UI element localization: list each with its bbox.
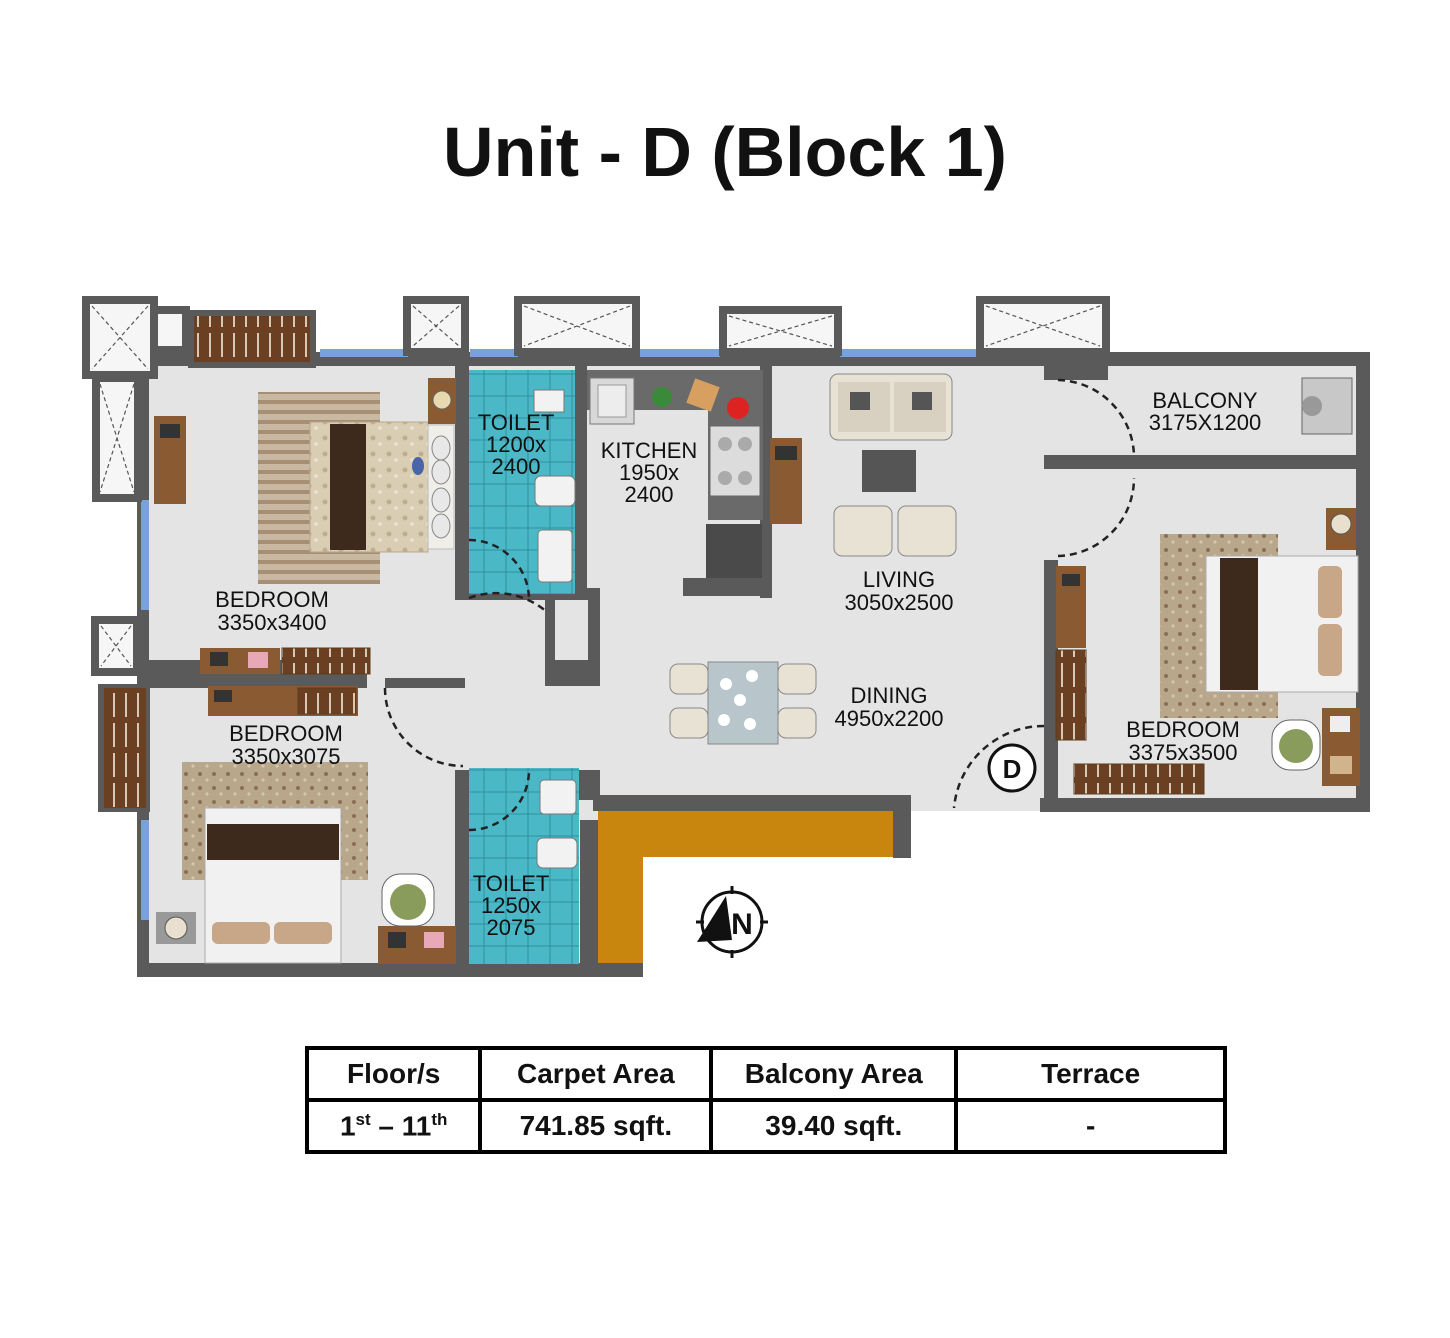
label-living-size: 3050x2500 [845,590,954,615]
label-dining-size: 4950x2200 [835,706,944,731]
bed-bedroom-tl [309,421,455,553]
living-furniture [829,373,957,557]
kitchen-counter [587,370,763,578]
label-living-name: LIVING [863,567,935,592]
label-toilet-top-size-a: 1200x [486,432,546,457]
compass-letter: N [731,908,753,941]
header-carpet-area: Carpet Area [478,1046,714,1102]
floor-plan: BEDROOM 3350x3400 BEDROOM 3350x3075 BEDR… [82,296,1370,977]
area-table: Floor/s Carpet Area Balcony Area Terrace… [304,1046,1227,1154]
header-balcony-area: Balcony Area [709,1046,959,1102]
floor-to: 11 [401,1110,432,1142]
armchairs [156,508,1356,944]
floor-from: 1 [339,1110,356,1142]
grill-crosses [91,305,1101,667]
dining-table [669,661,817,745]
desks [154,378,1360,964]
label-balcony-size: 3175X1200 [1149,410,1262,435]
label-bedroom-bl-size: 3350x3075 [232,744,341,769]
header-terrace: Terrace [954,1046,1227,1102]
north-compass-icon: N [696,886,768,958]
terrace-planter [598,810,893,975]
label-toilet-bottom-size-a: 1250x [481,893,541,918]
label-bedroom-r-name: BEDROOM [1126,717,1240,742]
toilet-fixtures [533,389,578,869]
floor-to-sup: th [431,1109,448,1129]
page-title: Unit - D (Block 1) [443,113,1007,191]
bed-bedroom-r [1205,555,1359,693]
label-balcony-name: BALCONY [1152,388,1257,413]
label-toilet-top-name: TOILET [478,410,555,435]
floor-from-sup: st [355,1109,371,1129]
label-kitchen-size-a: 1950x [619,460,679,485]
header-floors: Floor/s [304,1046,483,1102]
label-bedroom-tl-name: BEDROOM [215,587,329,612]
label-bedroom-tl-size: 3350x3400 [218,610,327,635]
wardrobe-top [188,310,316,368]
cell-floors: 1st – 11th [304,1098,483,1154]
label-kitchen-name: KITCHEN [601,438,698,463]
label-toilet-top-size-b: 2400 [492,454,541,479]
ac-outdoor-unit [1301,377,1353,435]
unit-badge: D [987,743,1037,793]
label-bedroom-r-size: 3375x3500 [1129,740,1238,765]
label-dining-name: DINING [851,683,928,708]
wardrobes [98,647,1205,812]
label-bedroom-bl-name: BEDROOM [229,721,343,746]
interior-walls [137,366,1364,975]
cell-balcony-area: 39.40 sqft. [709,1098,959,1154]
room-labels: BEDROOM 3350x3400 BEDROOM 3350x3075 BEDR… [215,388,1261,940]
floor-sep: – [370,1110,402,1142]
door-swings [383,378,1136,832]
area-table-header: Floor/s Carpet Area Balcony Area Terrace [304,1046,1227,1102]
area-table-row: 1st – 11th 741.85 sqft. 39.40 sqft. - [304,1098,1227,1154]
unit-badge-letter: D [1003,754,1022,784]
cell-terrace: - [954,1098,1227,1154]
label-toilet-bottom-size-b: 2075 [487,915,536,940]
label-kitchen-size-b: 2400 [625,482,674,507]
cell-carpet-area: 741.85 sqft. [478,1098,714,1154]
label-toilet-bottom-name: TOILET [473,871,550,896]
bed-bedroom-bl [204,807,342,964]
